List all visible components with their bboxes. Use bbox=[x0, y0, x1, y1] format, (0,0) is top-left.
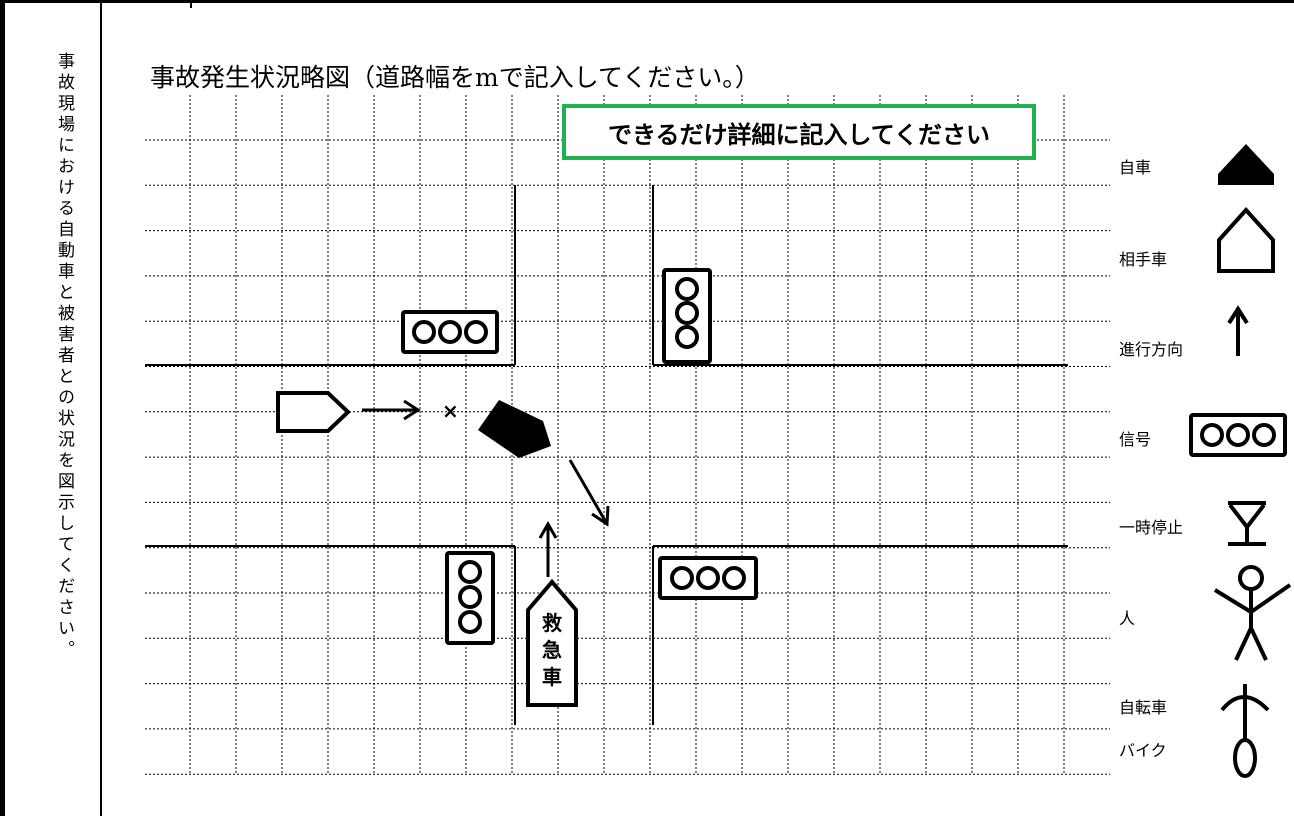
stop-sign-icon bbox=[1228, 501, 1266, 546]
direction-arrow bbox=[538, 520, 558, 577]
legend-signal: 信号 bbox=[1119, 430, 1152, 449]
legend-own-car: 自車 bbox=[1119, 158, 1152, 177]
outline-car-icon bbox=[276, 391, 351, 433]
left-border bbox=[0, 0, 5, 816]
traffic-signal-icon bbox=[445, 551, 495, 645]
direction-arrow bbox=[362, 399, 421, 421]
grid bbox=[145, 95, 1110, 775]
ambulance-char: 救 bbox=[542, 611, 562, 635]
up-arrow-icon bbox=[1227, 305, 1249, 356]
instruction-note: できるだけ詳細に記入してください bbox=[562, 104, 1036, 160]
side-instruction: 事故現場における自動車と被害者との状況を図示してください。 bbox=[54, 52, 74, 661]
diagram-title: 事故発生状況略図（道路幅をmで記入してください。） bbox=[150, 63, 760, 92]
person-icon bbox=[1213, 565, 1292, 661]
legend-bicycle: 自転車 bbox=[1119, 698, 1168, 717]
traffic-signal-icon bbox=[662, 268, 712, 364]
legend-direction: 進行方向 bbox=[1119, 340, 1184, 359]
direction-arrow bbox=[568, 459, 610, 527]
collision-mark: × bbox=[442, 399, 459, 423]
top-border bbox=[0, 0, 1294, 3]
traffic-signal-icon bbox=[401, 310, 499, 354]
outline-car-icon bbox=[1217, 207, 1275, 273]
ambulance-icon bbox=[526, 578, 578, 707]
filled-car-icon bbox=[1218, 144, 1274, 185]
ambulance-label: 救 急 車 bbox=[528, 610, 576, 691]
ambulance-char: 車 bbox=[542, 665, 562, 689]
filled-car-icon bbox=[478, 400, 551, 458]
legend-person: 人 bbox=[1119, 609, 1136, 628]
traffic-signal-icon bbox=[658, 556, 758, 600]
legend-other-car: 相手車 bbox=[1119, 250, 1168, 269]
bicycle-icon bbox=[1220, 684, 1270, 778]
top-tick bbox=[190, 0, 192, 8]
traffic-signal-icon bbox=[1189, 413, 1287, 457]
roads bbox=[145, 185, 1068, 725]
legend-bike: バイク bbox=[1119, 741, 1167, 760]
ambulance-char: 急 bbox=[542, 638, 562, 662]
legend-stop: 一時停止 bbox=[1119, 518, 1184, 537]
side-divider bbox=[100, 0, 102, 816]
